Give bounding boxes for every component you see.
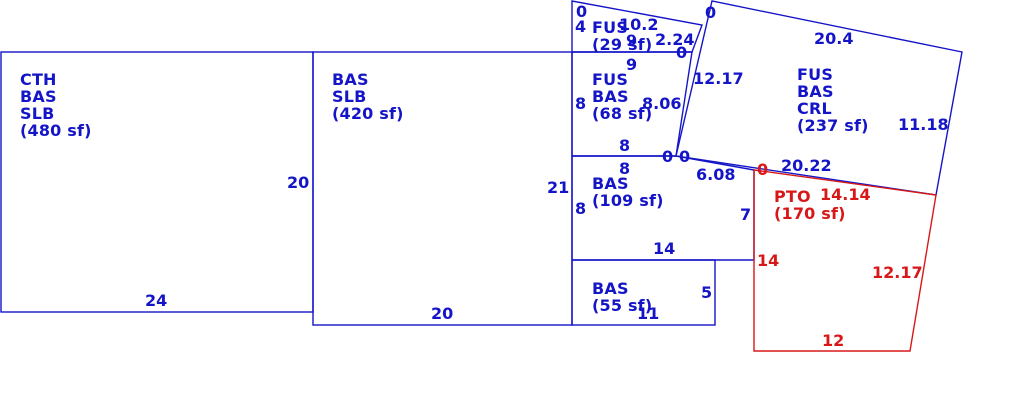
dim-fus29-top-left: 0 xyxy=(576,2,587,21)
dim-pto-right: 12.17 xyxy=(872,263,923,282)
dim-bas420-bottom: 20 xyxy=(431,304,453,323)
dim-crl-top-corner: 0 xyxy=(705,3,716,22)
dim-bas55-right: 5 xyxy=(701,283,712,302)
label-pto-area: (170 sf) xyxy=(774,204,846,223)
dim-pto-left: 14 xyxy=(757,251,779,270)
dim-crl-left: 12.17 xyxy=(693,69,744,88)
label-bas109-area: (109 sf) xyxy=(592,191,664,210)
dim-bas55-bottom: 11 xyxy=(637,304,659,323)
dim-fus29-corner: 0 xyxy=(676,43,687,62)
dim-fus68-right: 8.06 xyxy=(642,94,681,113)
dim-fus29-left: 4 xyxy=(575,17,586,36)
label-fus29-area: (29 sf) xyxy=(592,35,652,54)
label-bas55-area: (55 sf) xyxy=(592,296,652,315)
dim-fus29-top: 10.2 xyxy=(619,15,658,34)
label-crl-area: (237 sf) xyxy=(797,116,869,135)
area-outlines xyxy=(0,0,963,352)
dimension-labels: 20 24 20 21 0 4 10.2 2.24 9 0 9 8 8.06 8… xyxy=(145,2,949,323)
dim-bas109-top: 8 xyxy=(619,159,630,178)
label-bas420-area: (420 sf) xyxy=(332,104,404,123)
label-cth-bas: BAS xyxy=(20,87,57,106)
dim-cth-right: 20 xyxy=(287,173,309,192)
dim-cth-bottom: 24 xyxy=(145,291,167,310)
label-crl-bas: BAS xyxy=(797,82,834,101)
dim-fus29-right: 2.24 xyxy=(655,30,694,49)
dim-bas109-bottom: 14 xyxy=(653,239,675,258)
label-fus68-bas: BAS xyxy=(592,87,629,106)
label-fus68-fus: FUS xyxy=(592,70,628,89)
area-labels: CTH BAS SLB (480 sf) BAS SLB (420 sf) FU… xyxy=(20,18,869,315)
dim-fus68-corner-b: 0 xyxy=(679,147,690,166)
dim-fus68-top: 9 xyxy=(626,55,637,74)
label-cth: CTH xyxy=(20,70,57,89)
label-cth-area: (480 sf) xyxy=(20,121,92,140)
dim-crl-right: 11.18 xyxy=(898,115,949,134)
dim-fus68-corner-a: 0 xyxy=(662,147,673,166)
label-cth-slb: SLB xyxy=(20,104,55,123)
dim-bas109-top-right: 6.08 xyxy=(696,165,735,184)
dim-pto-top: 14.14 xyxy=(820,185,871,204)
label-crl-crl: CRL xyxy=(797,99,832,118)
label-fus29-fus: FUS xyxy=(592,18,628,37)
dim-pto-corner: 0 xyxy=(757,160,768,179)
label-bas420-slb: SLB xyxy=(332,87,367,106)
dim-fus68-bottom: 8 xyxy=(619,136,630,155)
area-pto-170-outline xyxy=(753,169,937,352)
dim-bas109-right: 7 xyxy=(740,205,751,224)
label-fus68-area: (68 sf) xyxy=(592,104,652,123)
dim-fus68-left: 8 xyxy=(575,94,586,113)
label-bas55-bas: BAS xyxy=(592,279,629,298)
label-pto: PTO xyxy=(774,187,811,206)
label-crl-fus: FUS xyxy=(797,65,833,84)
dim-crl-top: 20.4 xyxy=(814,29,853,48)
area-labels-pto: PTO (170 sf) xyxy=(774,187,846,223)
dim-fus29-bottom: 9 xyxy=(626,31,637,50)
dim-pto-bottom: 12 xyxy=(822,331,844,350)
label-bas109-bas: BAS xyxy=(592,174,629,193)
area-bas-55-outline xyxy=(571,259,716,326)
label-bas420-bas: BAS xyxy=(332,70,369,89)
dim-bas109-left: 8 xyxy=(575,199,586,218)
dimension-labels-pto: 0 14.14 14 12.17 12 xyxy=(757,160,923,350)
area-fus-bas-crl-outline xyxy=(675,0,963,196)
dim-bas420-right: 21 xyxy=(547,178,569,197)
dim-crl-bottom: 20.22 xyxy=(781,156,832,175)
